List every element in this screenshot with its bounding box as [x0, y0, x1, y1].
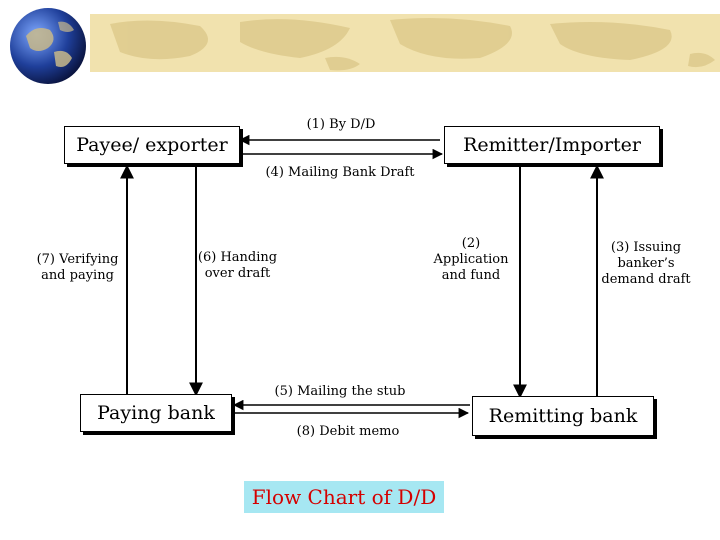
edge-4-label: (4) Mailing Bank Draft — [265, 165, 415, 180]
edge-6-label: (6) Handing over draft — [190, 250, 285, 282]
globe-icon — [10, 8, 86, 84]
world-map-icon — [110, 18, 715, 71]
header-banner — [0, 0, 720, 90]
edge-7-label: (7) Verifying and paying — [30, 252, 125, 284]
edge-7-label-line-1: (7) Verifying — [36, 252, 119, 267]
edge-3-label: (3) Issuing banker’s demand draft — [596, 240, 696, 288]
edge-2-label-line-2: Application — [433, 252, 509, 267]
edge-6-label-line-1: (6) Handing — [197, 250, 278, 265]
edge-3-label-line-1: (3) Issuing — [610, 240, 682, 255]
slide-title: Flow Chart of D/D — [244, 481, 444, 513]
node-remitter-importer-label: Remitter/Importer — [463, 134, 641, 156]
edge-2-label: (2) Application and fund — [426, 236, 516, 284]
edge-3-label-line-2: banker’s — [617, 256, 675, 271]
edge-5-label: (5) Mailing the stub — [274, 384, 406, 399]
world-map-strip — [90, 14, 720, 72]
node-remitter-importer: Remitter/Importer — [444, 126, 660, 164]
node-payee-exporter-label: Payee/ exporter — [76, 134, 228, 156]
edge-8-label: (8) Debit memo — [296, 424, 400, 439]
edge-7-label-line-2: and paying — [41, 268, 114, 283]
edge-2-label-line-1: (2) — [461, 236, 481, 251]
node-payee-exporter: Payee/ exporter — [64, 126, 240, 164]
edge-1-label: (1) By D/D — [306, 117, 376, 132]
edge-3-label-line-3: demand draft — [601, 272, 691, 287]
node-paying-bank-label: Paying bank — [97, 402, 215, 424]
edge-2-label-line-3: and fund — [441, 268, 501, 283]
edge-6-label-line-2: over draft — [204, 266, 271, 281]
node-paying-bank: Paying bank — [80, 394, 232, 432]
node-remitting-bank: Remitting bank — [472, 396, 654, 436]
node-remitting-bank-label: Remitting bank — [488, 405, 638, 427]
